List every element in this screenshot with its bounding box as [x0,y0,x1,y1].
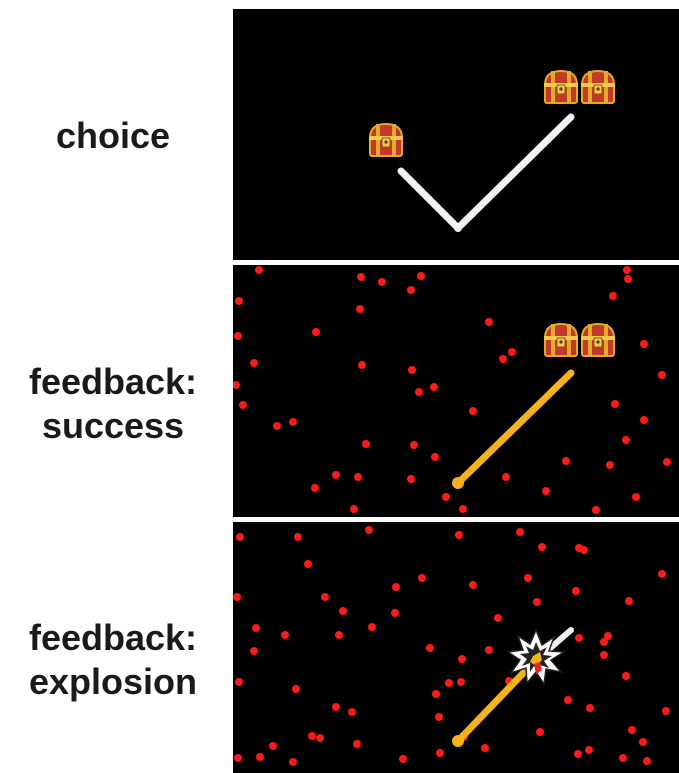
choice-path [397,113,575,232]
success-scene [233,266,671,514]
red-dots [233,526,670,766]
treasure-chest-icon [368,122,404,157]
choice-label-line-1: choice [55,115,171,156]
explosion-burst-icon [505,628,567,687]
treasure-chest-icon [580,69,616,104]
explosion-label-line-2: explosion [28,661,198,702]
success-label: feedback: success [0,360,226,448]
treasure-chest-icon [543,322,579,357]
choice-start-dot [454,224,462,232]
explosion-start-dot [452,735,464,747]
explosion-label-line-1: feedback: [28,617,198,658]
choice-panel [233,9,679,260]
treasure-chest-icon [580,322,616,357]
treasure-chest-icon [543,69,579,104]
explosion-panel [233,522,679,773]
success-label-line-2: success [41,405,185,446]
success-path [454,369,575,487]
success-label-line-1: feedback: [28,361,198,402]
choice-scene [368,69,616,232]
explosion-scene [233,526,670,766]
choice-label: choice [0,114,226,158]
success-panel [233,265,679,517]
explosion-label: feedback: explosion [0,616,226,704]
success-start-dot [452,477,464,489]
red-dots [233,266,671,514]
explosion-path [454,661,535,745]
